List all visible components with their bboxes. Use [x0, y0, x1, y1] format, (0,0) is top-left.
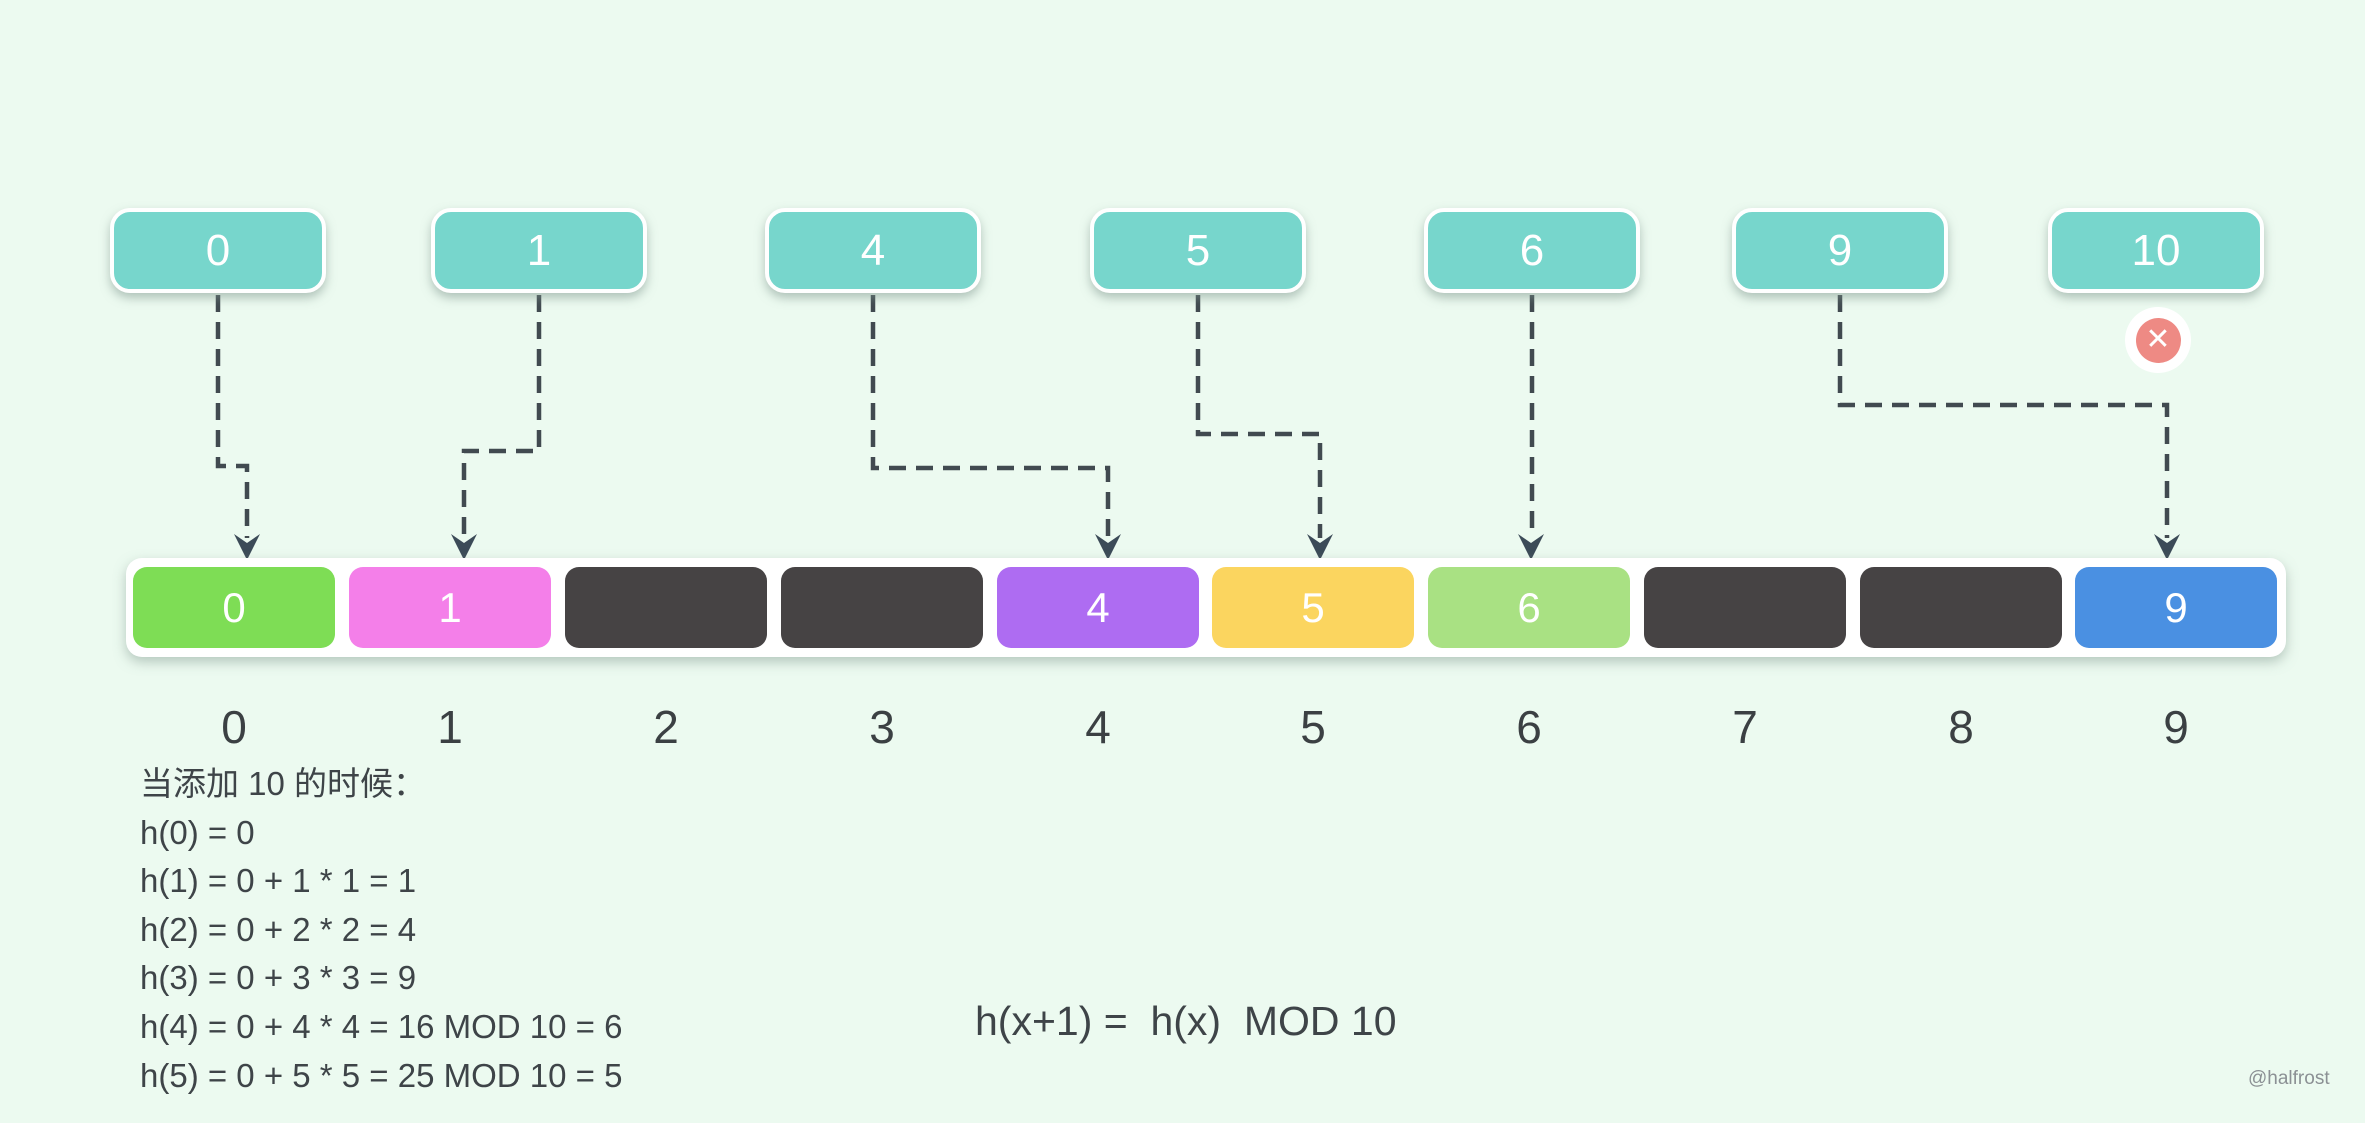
- key-box-value: 4: [860, 225, 886, 275]
- key-box-6: 6: [1424, 208, 1640, 293]
- watermark: @halfrost: [2248, 1068, 2330, 1089]
- notes-line-5: h(5) = 0 + 5 * 5 = 25 MOD 10 = 5: [140, 1056, 623, 1094]
- array-slot-1: 1: [349, 567, 551, 648]
- slot-value: 4: [1086, 583, 1110, 631]
- arrow-key-0-to-slot-0: [215, 295, 250, 538]
- array-slot-8: [1860, 567, 2062, 648]
- notes-line-2: h(2) = 0 + 2 * 2 = 4: [140, 910, 417, 948]
- arrowhead-slot-4: [1095, 534, 1121, 560]
- index-label-4: 4: [1085, 701, 1111, 753]
- notes-line-4: h(4) = 0 + 4 * 4 = 16 MOD 10 = 6: [140, 1007, 623, 1045]
- key-box-value: 5: [1185, 225, 1211, 275]
- arrow-key-5-to-slot-5: [1195, 295, 1323, 538]
- arrowhead-slot-0: [234, 534, 260, 560]
- arrow-key-1-to-slot-1: [461, 295, 542, 538]
- slot-value: 9: [2164, 583, 2188, 631]
- notes-line-1: h(1) = 0 + 1 * 1 = 1: [140, 862, 417, 900]
- key-box-10: 10: [2048, 208, 2264, 293]
- arrow-key-4-to-slot-4: [870, 295, 1111, 538]
- arrowhead-slot-9: [2154, 534, 2180, 560]
- slot-value: 1: [438, 583, 462, 631]
- key-box-1: 1: [431, 208, 647, 293]
- array-slot-7: [1644, 567, 1846, 648]
- notes-heading: 当添加 10 的时候：: [140, 765, 427, 802]
- hash-formula: h(x+1) = h(x) MOD 10: [975, 998, 1397, 1044]
- notes-line-0: h(0) = 0: [140, 813, 255, 851]
- index-label-1: 1: [437, 701, 463, 753]
- array-slot-5: 5: [1212, 567, 1414, 648]
- arrowhead-slot-6: [1518, 534, 1544, 560]
- array-slot-4: 4: [997, 567, 1199, 648]
- slot-value: 6: [1517, 583, 1541, 631]
- key-box-value: 10: [2131, 225, 2181, 275]
- index-label-8: 8: [1948, 701, 1974, 753]
- index-label-5: 5: [1300, 701, 1326, 753]
- reject-x-icon: ✕: [2135, 317, 2181, 363]
- key-box-5: 5: [1090, 208, 1306, 293]
- array-slot-6: 6: [1428, 567, 1630, 648]
- key-box-value: 6: [1519, 225, 1545, 275]
- slot-value: 5: [1301, 583, 1325, 631]
- array-slot-3: [781, 567, 983, 648]
- key-box-value: 0: [205, 225, 231, 275]
- array-slot-0: 0: [133, 567, 335, 648]
- key-box-4: 4: [765, 208, 981, 293]
- key-box-value: 1: [526, 225, 552, 275]
- slot-value: 0: [222, 583, 246, 631]
- index-label-7: 7: [1732, 701, 1758, 753]
- hash-notes: 当添加 10 的时候： h(0) = 0 h(1) = 0 + 1 * 1 = 1 h…: [140, 760, 622, 1100]
- index-label-6: 6: [1516, 701, 1542, 753]
- key-box-value: 9: [1827, 225, 1853, 275]
- arrow-key-9-to-slot-9: [1837, 295, 2170, 538]
- reject-halo: ✕: [2125, 307, 2191, 373]
- index-label-3: 3: [869, 701, 895, 753]
- arrowhead-slot-1: [451, 534, 477, 560]
- index-label-9: 9: [2163, 701, 2189, 753]
- index-label-2: 2: [653, 701, 679, 753]
- arrowhead-slot-5: [1307, 534, 1333, 560]
- key-box-9: 9: [1732, 208, 1948, 293]
- array-slot-2: [565, 567, 767, 648]
- array-slot-9: 9: [2075, 567, 2277, 648]
- notes-line-3: h(3) = 0 + 3 * 3 = 9: [140, 959, 417, 997]
- index-label-0: 0: [221, 701, 247, 753]
- key-box-0: 0: [110, 208, 326, 293]
